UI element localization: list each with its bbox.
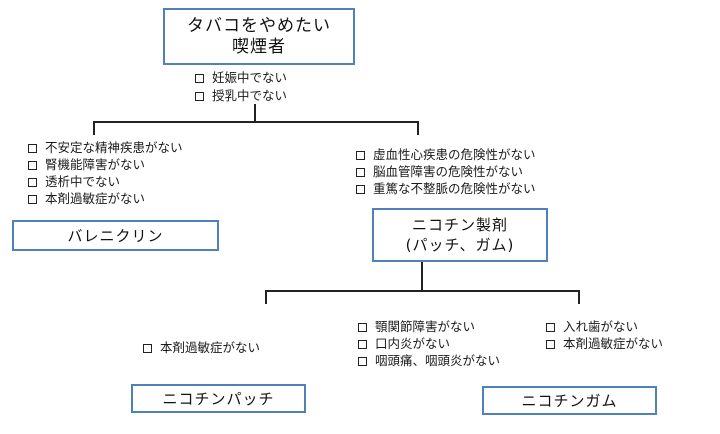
nicotine-gum-box: ニコチンガム	[482, 386, 657, 415]
checkbox-icon	[358, 357, 367, 366]
right-condition: 虚血性心疾患の危険性がない	[356, 147, 536, 162]
condition-text: 透析中でない	[45, 174, 121, 189]
nicotine-preparation-line1: ニコチン製剤	[411, 216, 508, 234]
gum-condition: 顎関節障害がない	[358, 319, 475, 334]
checkbox-icon	[358, 340, 367, 349]
gum-condition: 咽頭痛、咽頭炎がない	[358, 353, 500, 368]
condition-text: 咽頭痛、咽頭炎がない	[375, 353, 501, 368]
connector-bottom-branch	[265, 290, 579, 292]
condition-text: 妊娠中でない	[212, 70, 288, 85]
root-condition: 授乳中でない	[195, 88, 287, 103]
nicotine-preparation-box: ニコチン製剤 (パッチ、ガム)	[372, 208, 548, 262]
condition-text: 口内炎がない	[375, 336, 451, 351]
nicotine-patch-label: ニコチンパッチ	[162, 389, 275, 408]
checkbox-icon	[356, 168, 365, 177]
condition-text: 本剤過敏症がない	[160, 340, 261, 355]
nicotine-patch-box: ニコチンパッチ	[131, 384, 306, 413]
connector-right-drop	[417, 121, 419, 135]
checkbox-icon	[546, 340, 555, 349]
smoker-box-line1: タバコをやめたい	[187, 15, 331, 36]
checkbox-icon	[28, 161, 37, 170]
condition-text: 入れ歯がない	[563, 319, 639, 334]
checkbox-icon	[195, 74, 204, 83]
condition-text: 不安定な精神疾患がない	[45, 140, 183, 155]
left-condition: 不安定な精神疾患がない	[28, 140, 183, 155]
checkbox-icon	[28, 144, 37, 153]
gum-condition: 口内炎がない	[358, 336, 450, 351]
checkbox-icon	[143, 344, 152, 353]
gum-condition: 本剤過敏症がない	[546, 336, 663, 351]
condition-text: 本剤過敏症がない	[563, 336, 664, 351]
checkbox-icon	[195, 92, 204, 101]
connector-patch-drop	[265, 290, 267, 304]
condition-text: 腎機能障害がない	[45, 157, 146, 172]
condition-text: 虚血性心疾患の危険性がない	[373, 147, 536, 162]
connector-top-branch	[93, 121, 418, 123]
condition-text: 授乳中でない	[212, 88, 288, 103]
right-condition: 脳血管障害の危険性がない	[356, 164, 523, 179]
condition-text: 本剤過敏症がない	[45, 191, 146, 206]
smoker-box: タバコをやめたい 喫煙者	[163, 8, 355, 65]
left-condition: 腎機能障害がない	[28, 157, 145, 172]
root-condition: 妊娠中でない	[195, 70, 287, 85]
left-condition: 本剤過敏症がない	[28, 191, 145, 206]
checkbox-icon	[358, 323, 367, 332]
left-condition: 透析中でない	[28, 174, 120, 189]
connector-gum-drop	[578, 290, 580, 304]
connector-nicotine-down	[421, 262, 423, 291]
checkbox-icon	[356, 185, 365, 194]
checkbox-icon	[28, 195, 37, 204]
connector-left-drop	[93, 121, 95, 135]
checkbox-icon	[546, 323, 555, 332]
patch-condition: 本剤過敏症がない	[143, 340, 260, 355]
condition-text: 脳血管障害の危険性がない	[373, 164, 524, 179]
right-condition: 重篤な不整脈の危険性がない	[356, 181, 536, 196]
condition-text: 重篤な不整脈の危険性がない	[373, 181, 536, 196]
nicotine-preparation-line2: (パッチ、ガム)	[405, 236, 515, 254]
varenicline-box: バレニクリン	[12, 220, 219, 251]
smoker-box-line2: 喫煙者	[232, 36, 286, 57]
gum-condition: 入れ歯がない	[546, 319, 638, 334]
connector-root-down	[254, 104, 256, 122]
checkbox-icon	[356, 151, 365, 160]
condition-text: 顎関節障害がない	[375, 319, 476, 334]
nicotine-gum-label: ニコチンガム	[521, 391, 618, 410]
varenicline-label: バレニクリン	[67, 226, 164, 245]
checkbox-icon	[28, 178, 37, 187]
